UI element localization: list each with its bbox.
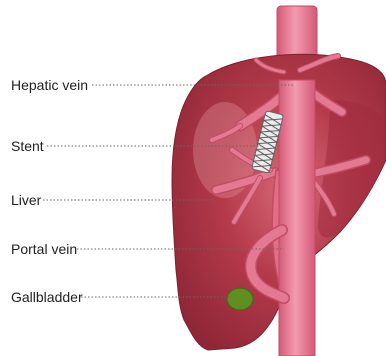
- label-portal-vein: Portal vein: [11, 241, 77, 257]
- label-gallbladder: Gallbladder: [11, 289, 83, 305]
- ivc-through-liver: [279, 80, 315, 356]
- label-liver: Liver: [11, 192, 41, 208]
- label-stent: Stent: [11, 138, 44, 154]
- label-hepatic-vein: Hepatic vein: [11, 77, 88, 93]
- gallbladder-shape: [227, 288, 253, 310]
